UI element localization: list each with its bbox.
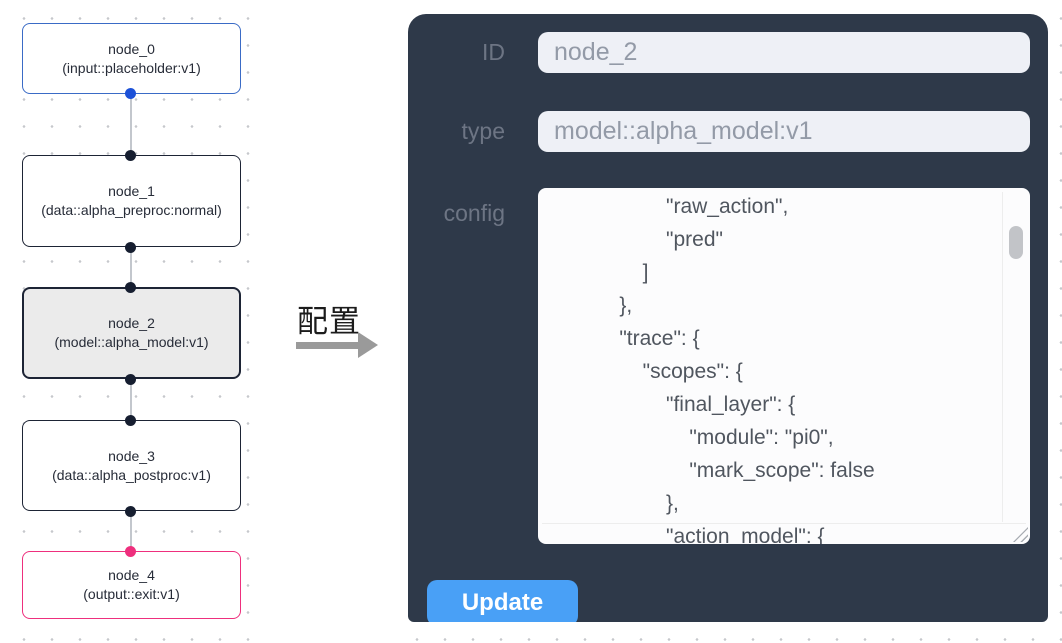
config-field-label: config bbox=[443, 200, 505, 226]
node-subtitle: (output::exit:v1) bbox=[83, 586, 180, 602]
flow-node-node-0[interactable]: node_0 (input::placeholder:v1) bbox=[22, 23, 241, 94]
node-subtitle: (data::alpha_preproc:normal) bbox=[41, 202, 222, 218]
node-subtitle: (input::placeholder:v1) bbox=[62, 59, 201, 76]
handle-node1-source[interactable] bbox=[125, 241, 136, 253]
handle-node1-target[interactable] bbox=[125, 149, 136, 161]
node-title: node_1 bbox=[108, 183, 155, 199]
config-editor[interactable]: "raw_action", "pred" ] }, "trace": { "sc… bbox=[619, 195, 875, 544]
edge-node1-node2 bbox=[130, 247, 132, 287]
scrollbar-track bbox=[542, 523, 1026, 524]
type-input[interactable] bbox=[538, 111, 1030, 152]
right-arrow-icon bbox=[358, 332, 378, 358]
node-config-panel: ID type config "raw_action", "pred" ] },… bbox=[408, 14, 1048, 622]
node-title: node_2 bbox=[108, 315, 155, 331]
handle-node3-target[interactable] bbox=[125, 414, 136, 426]
annotation-configure-label: 配置 bbox=[297, 304, 361, 339]
node-subtitle: (data::alpha_postproc:v1) bbox=[52, 466, 211, 483]
flow-node-node-1[interactable]: node_1 (data::alpha_preproc:normal) bbox=[22, 155, 241, 247]
id-input[interactable] bbox=[538, 32, 1030, 73]
node-title: node_4 bbox=[108, 567, 155, 583]
config-editor-box: "raw_action", "pred" ] }, "trace": { "sc… bbox=[538, 188, 1030, 544]
scrollbar-track bbox=[1002, 192, 1003, 522]
flow-node-node-4[interactable]: node_4 (output::exit:v1) bbox=[22, 551, 241, 619]
scrollbar-thumb[interactable] bbox=[1009, 226, 1023, 259]
handle-node2-source[interactable] bbox=[125, 373, 136, 385]
edge-node3-node4 bbox=[130, 511, 132, 551]
type-field-label: type bbox=[461, 118, 505, 144]
node-subtitle: (model::alpha_model:v1) bbox=[54, 334, 209, 350]
handle-node3-source[interactable] bbox=[125, 505, 136, 517]
handle-node4-target[interactable] bbox=[125, 545, 136, 557]
edge-node2-node3 bbox=[130, 379, 132, 420]
flow-node-node-2[interactable]: node_2 (model::alpha_model:v1) bbox=[22, 287, 241, 379]
node-title: node_3 bbox=[108, 447, 155, 464]
id-field-label: ID bbox=[482, 39, 505, 65]
flow-node-node-3[interactable]: node_3 (data::alpha_postproc:v1) bbox=[22, 420, 241, 511]
handle-node2-target[interactable] bbox=[125, 281, 136, 293]
update-button[interactable]: Update bbox=[427, 580, 578, 622]
right-arrow-icon bbox=[296, 342, 358, 349]
handle-node0-source[interactable] bbox=[125, 88, 136, 99]
node-title: node_0 bbox=[108, 40, 155, 57]
edge-node0-node1 bbox=[130, 94, 132, 155]
